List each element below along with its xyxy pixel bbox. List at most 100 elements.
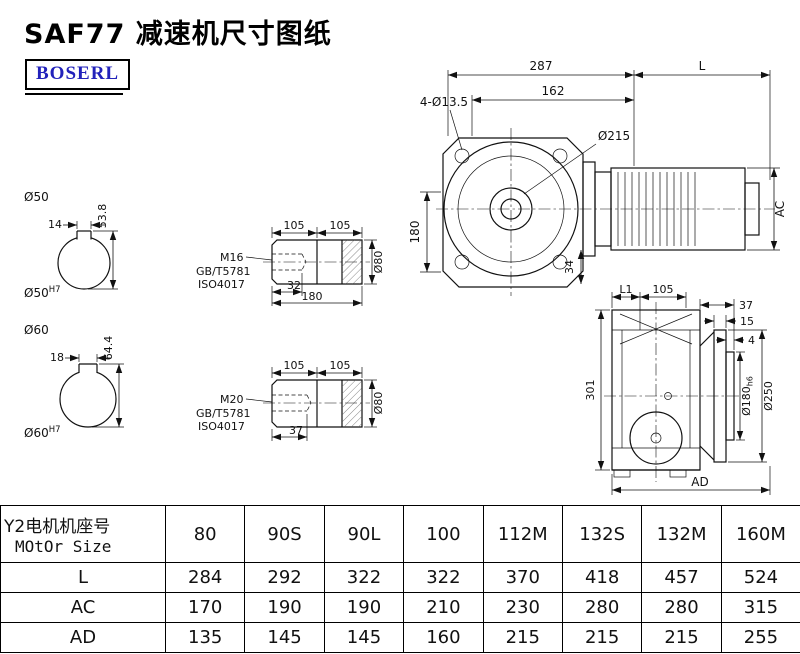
table-cell: 170 — [164, 592, 246, 623]
dim-105a: 105 — [284, 219, 305, 232]
std-iso2: ISO4017 — [198, 420, 245, 433]
table-cell: 135 — [164, 622, 246, 653]
table-cell: 322 — [323, 562, 405, 593]
column-header-80: 80 — [164, 505, 246, 563]
dim-bore60: Ø60H7 — [24, 425, 61, 440]
motor-size-header: Y2电机机座号 MOtOr Size — [0, 505, 166, 563]
dim-bolt-holes: 4-Ø13.5 — [420, 95, 468, 109]
column-header-100: 100 — [403, 505, 484, 563]
bolt-hole — [552, 148, 568, 164]
dim-53-8: 53.8 — [96, 204, 109, 229]
dim-AD: AD — [691, 475, 708, 489]
std-gb: GB/T5781 — [196, 265, 251, 278]
front-dimensions: 287 L 162 4-Ø13.5 Ø215 180 34 AC — [408, 59, 787, 284]
table-cell: 315 — [720, 592, 800, 623]
dim-105b: 105 — [330, 219, 351, 232]
table-cell: 457 — [641, 562, 722, 593]
table-cell: 322 — [403, 562, 484, 593]
dim-dia80-b: Ø80 — [372, 392, 385, 415]
row-label-AC: AC — [0, 592, 166, 623]
table-cell: 215 — [482, 622, 563, 653]
logo-underline — [25, 93, 123, 95]
dimension-table: Y2电机机座号 MOtOr Size 80 90S 90L 100 112M 1… — [0, 505, 800, 653]
dim-dia180h6: Ø180h6 — [740, 376, 755, 416]
motor-size-header-cn: Y2电机机座号 — [4, 517, 111, 537]
shaft-section-60: Ø60 18 64.4 Ø60H7 — [24, 323, 124, 440]
table-cell: 284 — [164, 562, 246, 593]
dim-L: L — [699, 59, 706, 73]
table-row-AD: AD 135 145 145 160 215 215 215 255 — [0, 622, 800, 653]
side-view: L1 105 37 15 4 Ø180h6 Ø250 301 AD — [584, 283, 775, 495]
table-cell: 280 — [561, 592, 643, 623]
column-header-90l: 90L — [323, 505, 405, 563]
dim-37a: 37 — [739, 299, 753, 312]
table-cell: 190 — [244, 592, 325, 623]
dim-dia50: Ø50 — [24, 190, 49, 204]
dim-105e: 105 — [653, 283, 674, 296]
thread-label-m20: M20 — [220, 393, 244, 406]
dim-L1: L1 — [619, 283, 632, 296]
row-label-AD: AD — [0, 622, 166, 653]
shaft-circle-50 — [57, 236, 111, 290]
table-cell: 145 — [323, 622, 405, 653]
shaft-detail-m20: 105 105 M20 GB/T5781 ISO4017 37 Ø80 — [196, 359, 385, 441]
bolt-hole — [552, 254, 568, 270]
dim-180: 180 — [408, 221, 422, 244]
dim-215: Ø215 — [598, 129, 630, 143]
table-row-L: L 284 292 322 322 370 418 457 524 — [0, 562, 800, 593]
table-cell: 418 — [561, 562, 643, 593]
column-header-132s: 132S — [561, 505, 643, 563]
dim-key14: 14 — [48, 218, 62, 231]
front-view — [436, 128, 775, 296]
row-label-L: L — [0, 562, 166, 593]
dim-287: 287 — [530, 59, 553, 73]
bolt-hole — [454, 254, 470, 270]
column-header-132m: 132M — [641, 505, 722, 563]
table-row-AC: AC 170 190 190 210 230 280 280 315 — [0, 592, 800, 623]
table-cell: 160 — [403, 622, 484, 653]
page-title: SAF77 减速机尺寸图纸 — [24, 19, 332, 50]
dim-64-4: 64.4 — [102, 336, 115, 361]
table-cell: 255 — [720, 622, 800, 653]
dimension-drawing: 287 L 162 4-Ø13.5 Ø215 180 34 AC Ø50 14 … — [24, 59, 787, 495]
dim-105d: 105 — [330, 359, 351, 372]
dim-32: 32 — [287, 279, 301, 292]
std-iso: ISO4017 — [198, 278, 245, 291]
table-cell: 210 — [403, 592, 484, 623]
column-header-90s: 90S — [244, 505, 325, 563]
dim-key18: 18 — [50, 351, 64, 364]
table-cell: 215 — [641, 622, 722, 653]
shaft-section-50: Ø50 14 53.8 Ø50H7 — [24, 190, 118, 300]
dim-len180: 180 — [302, 290, 323, 303]
table-cell: 190 — [323, 592, 405, 623]
shaft-detail-m16: 105 105 M16 GB/T5781 ISO4017 32 180 Ø80 — [196, 219, 385, 307]
table-cell: 370 — [482, 562, 563, 593]
table-cell: 230 — [482, 592, 563, 623]
boserl-logo: BOSERL — [25, 59, 131, 90]
table-header-row: Y2电机机座号 MOtOr Size 80 90S 90L 100 112M 1… — [0, 505, 800, 563]
table-cell: 280 — [641, 592, 722, 623]
column-header-160m: 160M — [720, 505, 800, 563]
dim-dia60: Ø60 — [24, 323, 49, 337]
dim-dia80-a: Ø80 — [372, 251, 385, 274]
dim-37b: 37 — [289, 424, 303, 437]
column-header-112m: 112M — [482, 505, 563, 563]
table-cell: 145 — [244, 622, 325, 653]
motor-endcap — [744, 182, 760, 236]
output-bore — [629, 411, 683, 465]
dim-dia250: Ø250 — [762, 381, 775, 411]
dim-AC: AC — [773, 201, 787, 217]
boserl-logo-text: BOSERL — [36, 63, 120, 84]
table-cell: 524 — [720, 562, 800, 593]
table-cell: 292 — [244, 562, 325, 593]
table-cell: 215 — [561, 622, 643, 653]
dim-15: 15 — [740, 315, 754, 328]
thread-label-m16: M16 — [220, 251, 244, 264]
gearbox-housing — [442, 137, 584, 288]
dim-4: 4 — [748, 334, 755, 347]
dim-105c: 105 — [284, 359, 305, 372]
dim-162: 162 — [542, 84, 565, 98]
motor-size-header-en: MOtOr Size — [15, 537, 112, 556]
dim-bore50: Ø50H7 — [24, 285, 61, 300]
dim-301: 301 — [584, 380, 597, 401]
